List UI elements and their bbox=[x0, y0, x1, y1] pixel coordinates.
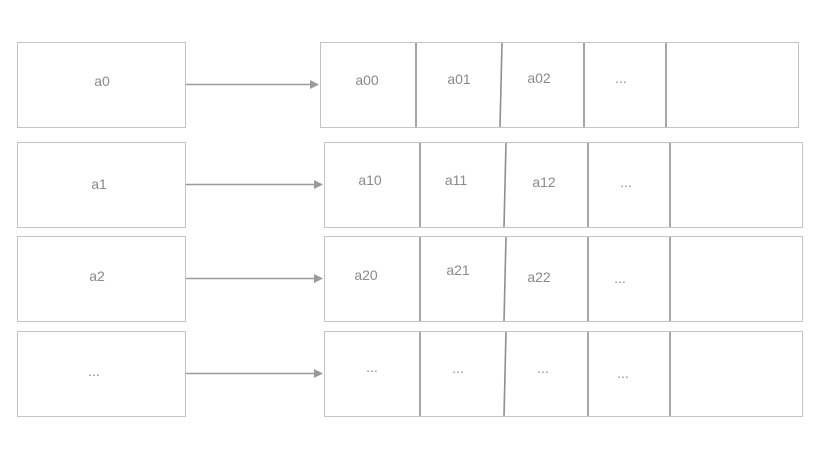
cell-label: ... bbox=[452, 360, 464, 376]
array-box bbox=[324, 142, 803, 228]
diagram-row: ............... bbox=[17, 331, 803, 417]
cell-label: ... bbox=[366, 359, 378, 375]
cell-divider bbox=[503, 331, 507, 417]
cell-label: a21 bbox=[446, 262, 470, 278]
cell-divider bbox=[499, 42, 503, 128]
key-label: a1 bbox=[91, 176, 107, 192]
cell-label: ... bbox=[614, 270, 626, 286]
diagram-row: a1 a10 a11 a12... bbox=[17, 142, 803, 228]
key-box bbox=[17, 42, 186, 128]
array-box bbox=[324, 331, 803, 417]
cell-label: ... bbox=[615, 70, 627, 86]
cell-label: ... bbox=[617, 365, 629, 381]
diagram-row: a2 a20 a21 a22... bbox=[17, 236, 803, 322]
key-box bbox=[17, 331, 186, 417]
cell-label: a11 bbox=[445, 172, 468, 188]
cell-label: ... bbox=[620, 174, 632, 190]
cell-label: a12 bbox=[532, 174, 556, 190]
cell-divider bbox=[503, 236, 507, 322]
cell-label: a02 bbox=[527, 70, 551, 86]
cell-label: a01 bbox=[447, 71, 471, 87]
array-box bbox=[320, 42, 799, 128]
cell-divider bbox=[503, 142, 507, 228]
arrow-head bbox=[314, 180, 323, 189]
arrow-head bbox=[314, 274, 323, 283]
key-label: a2 bbox=[89, 268, 105, 284]
diagram-row: a0 a00 a01 a02... bbox=[17, 42, 799, 128]
cell-label: a00 bbox=[355, 72, 379, 88]
cell-label: a22 bbox=[527, 269, 551, 285]
key-label: a0 bbox=[94, 73, 110, 89]
key-label: ... bbox=[88, 363, 100, 379]
arrow-head bbox=[310, 80, 319, 89]
cell-label: a10 bbox=[358, 172, 382, 188]
array-box bbox=[324, 236, 803, 322]
cell-label: ... bbox=[537, 360, 549, 376]
cell-label: a20 bbox=[354, 267, 378, 283]
key-box bbox=[17, 142, 186, 228]
arrow-head bbox=[314, 369, 323, 378]
key-box bbox=[17, 236, 186, 322]
